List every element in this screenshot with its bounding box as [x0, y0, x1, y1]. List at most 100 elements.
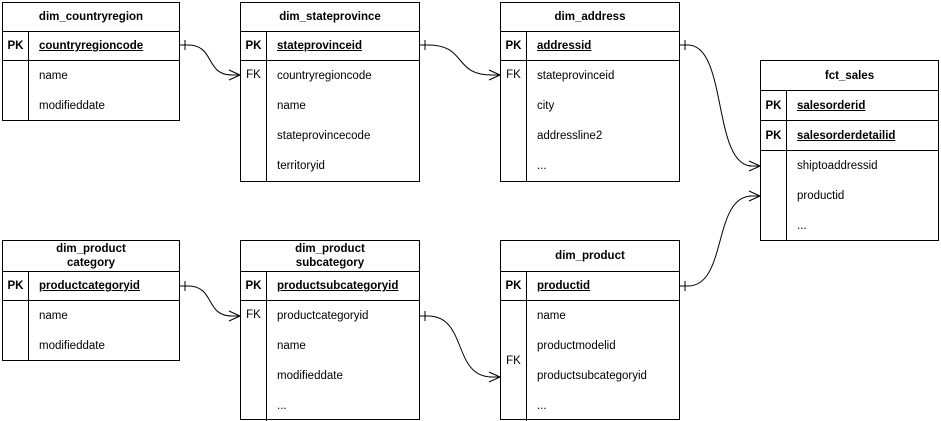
attribute-name: productcategoryid — [277, 310, 369, 322]
attribute-name: name — [537, 310, 566, 322]
attribute-list: shiptoaddressid productid... — [787, 151, 938, 241]
entity-key-row[interactable]: PK salesorderid — [761, 91, 938, 121]
attribute-name: countryregioncode — [277, 70, 372, 82]
attribute-name: productmodelid — [537, 340, 616, 352]
attribute-name: stateprovincecode — [277, 130, 371, 142]
attribute-name: city — [537, 100, 555, 112]
attribute-name: stateprovinceid — [277, 40, 362, 52]
attribute-name: stateprovinceid — [537, 70, 615, 82]
foreign-key-badge — [761, 151, 787, 241]
attribute-name: modifieddate — [277, 370, 343, 382]
relationship-rel-productcategory-subcategory[interactable] — [180, 281, 241, 322]
attribute-name: name — [277, 100, 306, 112]
key-badge: PK — [761, 121, 787, 150]
foreign-key-badge — [3, 301, 29, 361]
attribute-list: countryregioncode name stateprovincecode te… — [267, 61, 419, 181]
relationship-rel-product-sales[interactable] — [680, 190, 761, 291]
attribute-name: name — [39, 70, 68, 82]
attribute-name: productsubcategoryid — [537, 370, 647, 382]
attribute-name: ... — [797, 220, 807, 232]
attribute-name: productsubcategoryid — [277, 280, 399, 292]
relationship-line — [687, 195, 753, 287]
key-badge: PK — [241, 272, 267, 300]
entity-key-row[interactable]: PK productsubcategoryid — [241, 272, 419, 301]
attribute-name: ... — [537, 400, 547, 412]
entity-body: FK countryregioncode name stateprovincecode… — [241, 61, 419, 181]
cardinality-many-marker — [488, 69, 501, 81]
relationship-line — [427, 315, 493, 378]
attribute-name: productid — [797, 190, 845, 202]
attribute-list: stateprovinceid city addressline2... — [527, 61, 679, 181]
cardinality-many-marker — [488, 371, 501, 383]
attribute-name: addressid — [537, 40, 592, 52]
attribute-name: territoryid — [277, 160, 325, 172]
attribute-name: ... — [277, 400, 287, 412]
attribute-name: salesorderid — [797, 99, 866, 112]
attribute-name: modifieddate — [39, 340, 105, 352]
entity-title-line: dim_address — [554, 11, 626, 23]
entity-key-row[interactable]: PK salesorderdetailid — [761, 121, 938, 151]
attribute-name: shiptoaddressid — [797, 160, 878, 172]
entity-title-dim_address: dim_address — [501, 3, 679, 32]
entity-title-line: dim_countryregion — [38, 11, 144, 23]
cardinality-many-marker — [748, 190, 761, 202]
relationship-line — [187, 285, 233, 317]
entity-key-row[interactable]: PK addressid — [501, 32, 679, 61]
relationship-rel-stateprovince-address[interactable] — [420, 40, 501, 81]
foreign-key-badge — [3, 61, 29, 121]
cardinality-many-marker — [228, 310, 241, 322]
attribute-name: addressline2 — [537, 130, 603, 142]
attribute-name: name — [277, 340, 306, 352]
entity-body: shiptoaddressid productid... — [761, 151, 938, 241]
entity-title-dim_stateprovince: dim_stateprovince — [241, 3, 419, 32]
entity-key-row[interactable]: PK productcategoryid — [3, 272, 179, 301]
attribute-name: productcategoryid — [39, 280, 140, 292]
entity-key-row[interactable]: PK stateprovinceid — [241, 32, 419, 61]
entity-body: name modifieddate — [3, 61, 179, 121]
entity-title-dim_productcategory: dim_product category — [3, 241, 179, 272]
entity-title-line: dim_product — [555, 250, 625, 262]
entity-title-line: dim_product — [56, 243, 126, 255]
attribute-name: modifieddate — [39, 100, 105, 112]
key-badge: PK — [501, 272, 527, 300]
relationship-line — [427, 44, 493, 76]
attribute-name: countryregioncode — [39, 40, 144, 52]
key-badge: PK — [3, 272, 29, 300]
entity-title-dim_countryregion: dim_countryregion — [3, 3, 179, 32]
attribute-list: productcategoryid name modifieddate... — [267, 301, 419, 421]
attribute-list: name productmodelid productsubcategoryid..… — [527, 301, 679, 421]
relationship-rel-address-sales[interactable] — [680, 40, 761, 172]
relationship-rel-subcategory-product[interactable] — [420, 311, 501, 383]
key-badge: PK — [501, 32, 527, 60]
attribute-name: ... — [537, 160, 547, 172]
entity-title-line: category — [67, 257, 115, 269]
attribute-list: name modifieddate — [29, 61, 179, 121]
key-badge: PK — [761, 91, 787, 120]
entity-title-line: subcategory — [295, 257, 365, 269]
attribute-name: salesorderdetailid — [797, 129, 896, 142]
entity-title-line: dim_stateprovince — [279, 11, 381, 23]
relationship-line — [687, 44, 753, 167]
foreign-key-badge: FK — [241, 301, 267, 421]
relationship-rel-countryregion-stateprovince[interactable] — [180, 40, 241, 81]
key-badge: PK — [241, 32, 267, 60]
relationship-line — [187, 44, 233, 76]
foreign-key-badge: FK — [241, 61, 267, 181]
entity-title-line: fct_sales — [824, 69, 875, 82]
entity-title-dim_product: dim_product — [501, 241, 679, 272]
entity-title-fct_sales: fct_sales — [761, 61, 938, 91]
